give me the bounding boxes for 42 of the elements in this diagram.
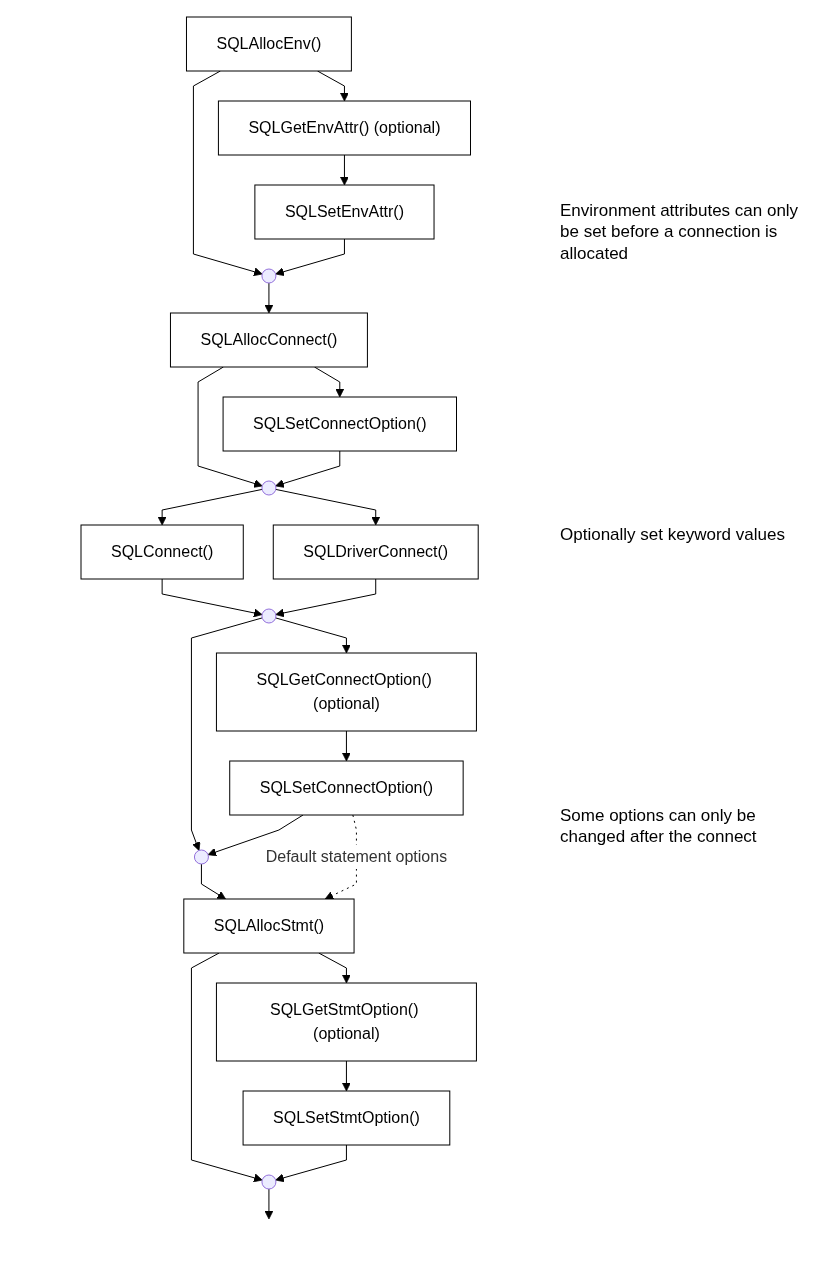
node-box: SQLSetConnectOption() [222, 396, 458, 452]
arrow [342, 730, 352, 762]
arrow [191, 617, 264, 851]
node-box: SQLGetStmtOption() (optional) [216, 982, 478, 1062]
arrow [342, 1060, 352, 1092]
arrow [264, 1188, 274, 1220]
arrow [314, 366, 345, 398]
edge-label: Default statement options [266, 848, 448, 865]
node-point [261, 608, 277, 624]
node-box: SQLSetEnvAttr() [254, 184, 435, 240]
arrow [191, 952, 263, 1183]
node-box: SQLAllocStmt() [183, 898, 355, 954]
arrow [208, 814, 304, 857]
node-box: SQLDriverConnect() [273, 524, 480, 580]
arrow [197, 366, 264, 488]
node-box: SQLAllocEnv() [186, 16, 353, 72]
node-box: SQLAllocConnect() [170, 312, 369, 368]
note-text: Some options can only be changed after the connect [560, 805, 758, 848]
arrow [340, 154, 350, 186]
arrow [317, 70, 350, 102]
arrow [275, 578, 377, 618]
node-point [261, 1174, 277, 1190]
node-point [194, 849, 210, 865]
note-text: Environment attributes can only be set before a connection is allocated [560, 200, 800, 264]
node-point [261, 268, 277, 284]
arrow [275, 488, 381, 526]
arrow [162, 578, 263, 618]
arrow [275, 617, 352, 654]
node-box: SQLConnect() [80, 524, 245, 580]
arrow [275, 238, 346, 277]
arrow [275, 1144, 348, 1183]
node-box: SQLGetConnectOption() (optional) [216, 652, 478, 732]
node-box: SQLSetStmtOption() [242, 1090, 451, 1146]
arrow [264, 282, 274, 314]
arrow [158, 488, 263, 526]
arrow [193, 70, 263, 277]
node-box: SQLSetConnectOption() [229, 760, 465, 816]
arrow [201, 863, 227, 900]
node-point [261, 480, 277, 496]
node-box: SQLGetEnvAttr() (optional) [218, 100, 472, 156]
arrow [275, 450, 341, 488]
note-text: Optionally set keyword values [560, 523, 786, 545]
